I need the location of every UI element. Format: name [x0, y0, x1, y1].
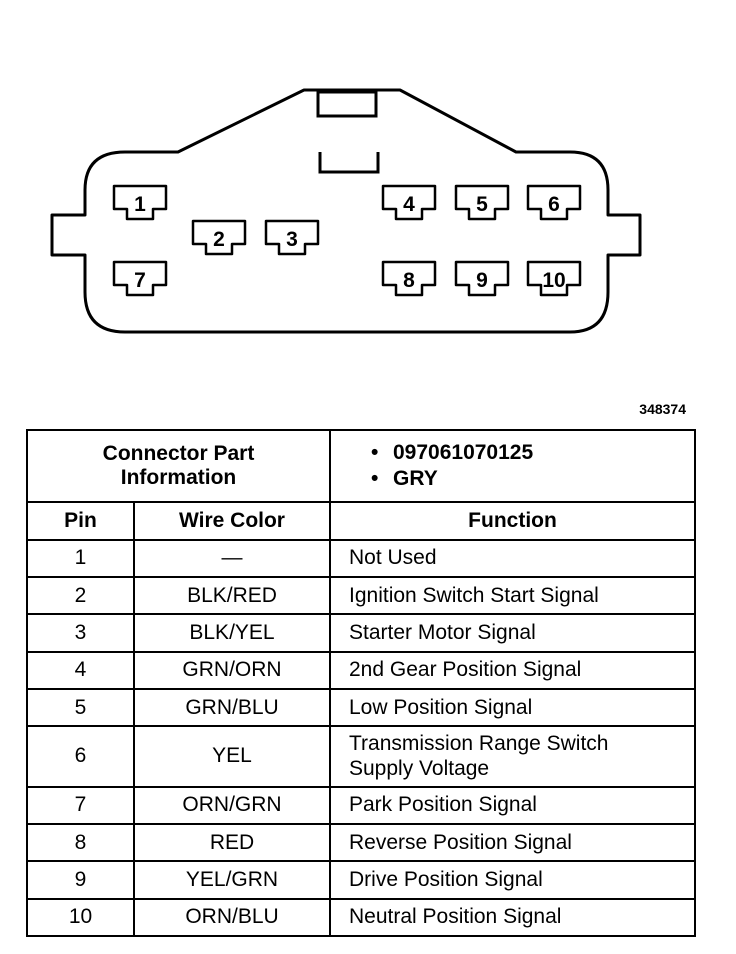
pin-number-label: 7: [134, 269, 146, 292]
pin-cavity-8: 8: [381, 260, 437, 297]
pin-cavity-9: 9: [454, 260, 510, 297]
column-header-pin: Pin: [26, 500, 135, 541]
pin-number-label: 5: [476, 193, 488, 216]
part-info-values: • 097061070125 • GRY: [329, 429, 696, 503]
pin-number-label: 10: [542, 269, 565, 292]
function-line: Supply Voltage: [349, 756, 490, 780]
wire-color-cell: BLK/YEL: [133, 613, 331, 653]
wire-color-cell: —: [133, 538, 331, 579]
pin-cavity-3: 3: [264, 219, 320, 256]
pin-cavity-outline: [381, 184, 437, 221]
connector-keyway: [318, 152, 380, 174]
pin-cavity-2: 2: [191, 219, 247, 256]
pin-cell: 2: [26, 576, 135, 616]
part-info-label-line2: Information: [120, 465, 237, 489]
pin-cell: 1: [26, 538, 135, 579]
part-color: GRY: [393, 466, 438, 490]
pin-cavity-1: 1: [112, 184, 168, 221]
bullet-icon: •: [371, 466, 379, 490]
wire-color-cell: GRN/BLU: [133, 687, 331, 728]
pin-cavity-4: 4: [381, 184, 437, 221]
function-cell: Low Position Signal: [329, 687, 696, 728]
pin-cell: 4: [26, 650, 135, 690]
wire-color-cell: GRN/ORN: [133, 650, 331, 690]
pin-cavity-outline: [526, 184, 582, 221]
pin-cavity-outline: [454, 184, 510, 221]
wire-color-cell: YEL/GRN: [133, 860, 331, 900]
pin-number-label: 3: [286, 228, 298, 251]
pin-cell: 10: [26, 897, 135, 938]
column-header-function: Function: [329, 500, 696, 541]
pin-cell: 7: [26, 785, 135, 826]
part-info-label-line1: Connector Part: [102, 441, 255, 465]
wire-color-cell: BLK/RED: [133, 576, 331, 616]
pin-cavity-outline: [454, 260, 510, 297]
pin-number-label: 8: [403, 269, 415, 292]
pin-number-label: 6: [548, 193, 560, 216]
pin-cell: 8: [26, 823, 135, 863]
function-cell: Drive Position Signal: [329, 860, 696, 900]
part-color-item: • GRY: [371, 467, 694, 491]
wire-color-cell: YEL: [133, 725, 331, 788]
function-cell: Reverse Position Signal: [329, 823, 696, 863]
column-header-row: Pin Wire Color Function: [26, 500, 696, 541]
connector-body: [50, 88, 642, 334]
pin-cavity-5: 5: [454, 184, 510, 221]
function-cell: Starter Motor Signal: [329, 613, 696, 653]
pin-cavity-7: 7: [112, 260, 168, 297]
pin-cavity-outline: [381, 260, 437, 297]
pin-cavity-outline: [191, 219, 247, 256]
part-info-label: Connector Part Information: [26, 429, 331, 503]
pin-cell: 3: [26, 613, 135, 653]
wire-color-cell: ORN/BLU: [133, 897, 331, 938]
connector-face-diagram: 1 2 3 4 5 6 7 8 9 10: [50, 88, 642, 334]
wire-color-cell: RED: [133, 823, 331, 863]
pin-cavity-6: 6: [526, 184, 582, 221]
function-line: Transmission Range Switch: [349, 732, 609, 756]
figure-number: 348374: [639, 401, 686, 417]
pin-cavity-outline: [112, 184, 168, 221]
function-cell: Neutral Position Signal: [329, 897, 696, 938]
pin-cavity-outline: [264, 219, 320, 256]
connector-latch: [316, 90, 378, 118]
part-info-row: Connector Part Information • 097061070125…: [26, 429, 696, 503]
table-row: 1—Not Used: [26, 538, 696, 579]
pin-cavity-10: 10: [526, 260, 582, 297]
function-cell: Park Position Signal: [329, 785, 696, 826]
bullet-icon: •: [371, 440, 379, 464]
pin-cell: 6: [26, 725, 135, 788]
wire-color-cell: ORN/GRN: [133, 785, 331, 826]
pin-number-label: 2: [213, 228, 225, 251]
function-cell: Ignition Switch Start Signal: [329, 576, 696, 616]
pin-number-label: 9: [476, 269, 488, 292]
pin-cell: 5: [26, 687, 135, 728]
connector-info-table: Connector Part Information • 097061070125…: [26, 429, 696, 938]
column-header-wire-color: Wire Color: [133, 500, 331, 541]
function-cell: Not Used: [329, 538, 696, 579]
pin-number-label: 1: [134, 193, 146, 216]
function-cell: 2nd Gear Position Signal: [329, 650, 696, 690]
pin-cavity-outline: [526, 260, 582, 297]
pin-cavity-outline: [112, 260, 168, 297]
pin-cell: 9: [26, 860, 135, 900]
pin-number-label: 4: [403, 193, 415, 216]
part-number: 097061070125: [393, 440, 534, 464]
part-number-item: • 097061070125: [371, 441, 694, 465]
